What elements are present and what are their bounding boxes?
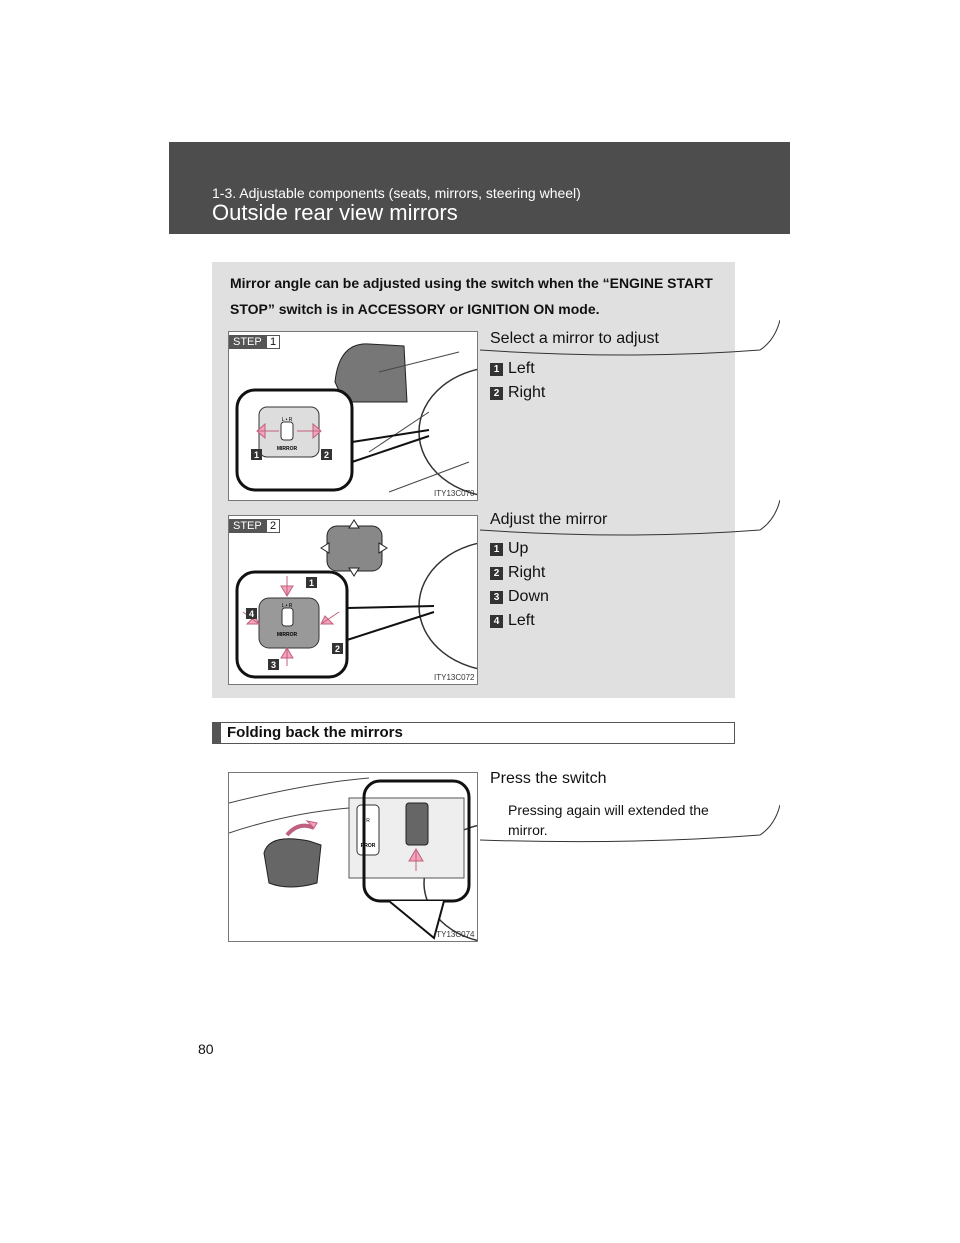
item-badge: 4 [490,614,503,628]
step2-switch-lr: L • R [282,603,293,609]
folding-note: Pressing again will extended the mirror. [508,802,709,838]
list-item: 2 Right [490,564,549,588]
step1-figure-code: ITY13C070 [434,489,475,498]
step2-callout-1: 1 [309,578,314,588]
step1-switch-lr: L • R [282,417,293,423]
folding-figure-code: ITY13C074 [434,930,475,939]
step2-switch-label: MIRROR [277,632,298,638]
folding-heading-bar: Folding back the mirrors [212,722,735,744]
item-label: Right [508,564,546,581]
step2-list: 1 Up 2 Right 3 Down 4 Left [490,540,549,636]
step1-heading: Select a mirror to adjust [490,330,659,347]
item-label: Down [508,588,549,605]
item-badge: 3 [490,590,503,604]
item-label: Left [508,360,535,377]
list-item: 1 Up [490,540,549,564]
folding-figure: R RROR ITY13C074 [228,772,478,942]
folding-illustration: R RROR [229,777,477,941]
folding-switch-label: RROR [361,843,376,849]
step1-list: 1 Left 2 Right [490,360,545,408]
step2-figure-code: ITY13C072 [434,673,475,682]
intro-text: Mirror angle can be adjusted using the s… [230,275,713,317]
step1-number: 1 [266,335,280,349]
step2-callout-2: 2 [335,644,340,654]
folding-instruction: Press the switch [490,770,607,787]
step2-badge: STEP [229,519,266,533]
folding-heading: Folding back the mirrors [227,724,403,741]
page-title: Outside rear view mirrors [212,200,458,225]
item-badge: 1 [490,362,503,376]
step2-callout-3: 3 [271,660,276,670]
step2-heading: Adjust the mirror [490,511,608,528]
step2-number: 2 [266,519,280,533]
folding-switch-lr: R [366,818,370,824]
list-item: 2 Right [490,384,545,408]
item-badge: 2 [490,386,503,400]
step1-illustration: MIRROR L • R 1 2 [235,343,477,496]
header-bar [169,142,790,234]
page-number: 80 [198,1041,214,1057]
item-label: Up [508,540,529,557]
item-label: Left [508,612,535,629]
item-label: Right [508,384,546,401]
step2-illustration: L • R MIRROR 1 2 3 4 [235,519,477,679]
section-title: 1-3. Adjustable components (seats, mirro… [212,185,581,201]
step1-callout-2: 2 [324,450,329,460]
decorative-curves [480,320,780,843]
item-badge: 2 [490,566,503,580]
step1-figure: STEP 1 MIRROR L • R 1 2 ITY13C070 [228,331,478,501]
item-badge: 1 [490,542,503,556]
step1-switch-label: MIRROR [277,446,298,452]
step1-callout-1: 1 [254,450,259,460]
step1-badge: STEP [229,335,266,349]
list-item: 3 Down [490,588,549,612]
step2-figure: STEP 2 L • R MIRROR 1 2 3 4 ITY13C072 [228,515,478,685]
list-item: 1 Left [490,360,545,384]
list-item: 4 Left [490,612,549,636]
heading-accent [213,723,221,743]
step2-callout-4: 4 [249,609,254,619]
